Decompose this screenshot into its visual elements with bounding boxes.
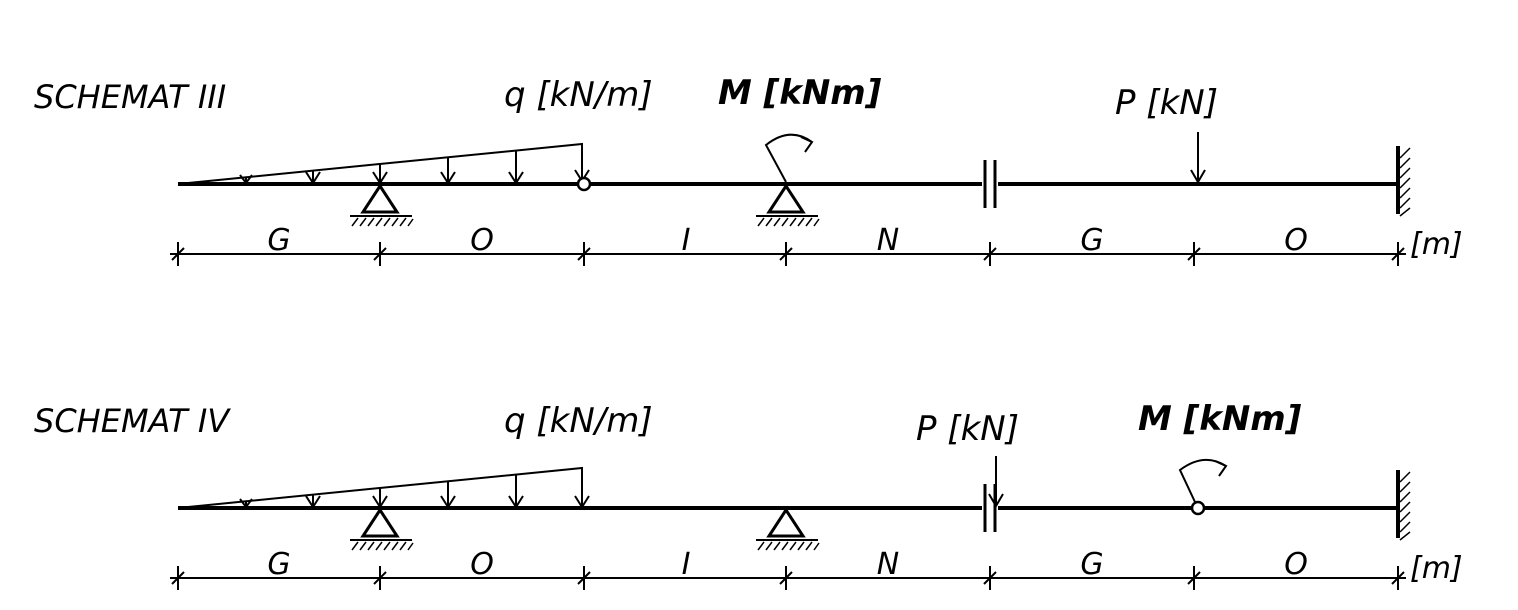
scheme-3-support-1	[350, 183, 414, 227]
scheme-3: SCHEMAT III q [kN/m]	[34, 73, 1463, 266]
scheme-4-moment	[1178, 459, 1228, 503]
scheme-3-dim-2: O	[470, 223, 494, 258]
scheme-4-unit: [m]	[1410, 551, 1463, 586]
scheme-3-dim-6: O	[1284, 223, 1308, 258]
scheme-3-m-label: M [kNm]	[718, 73, 882, 113]
scheme-3-dim-3: I	[682, 223, 691, 258]
scheme-3-hinge	[576, 176, 592, 192]
scheme-4-hinge	[1190, 500, 1206, 516]
scheme-3-dim-1: G	[267, 223, 290, 258]
scheme-4-sliding-joint	[983, 484, 997, 532]
scheme-4-dim-3: I	[682, 547, 691, 582]
scheme-4-fixed-support	[1396, 470, 1411, 541]
scheme-4-support-2	[756, 507, 820, 551]
scheme-4-title: SCHEMAT IV	[34, 402, 231, 440]
scheme-4-dim-2: O	[470, 547, 494, 582]
scheme-3-dimension-line	[170, 242, 1406, 266]
scheme-3-title: SCHEMAT III	[34, 78, 226, 116]
scheme-3-dim-5: G	[1080, 223, 1103, 258]
scheme-4-m-label: M [kNm]	[1138, 399, 1302, 439]
scheme-3-q-label: q [kN/m]	[504, 75, 653, 115]
scheme-4-dim-4: N	[877, 547, 899, 582]
scheme-4-dim-6: O	[1284, 547, 1308, 582]
scheme-4-support-1	[350, 507, 414, 551]
scheme-4-p-label: P [kN]	[916, 409, 1019, 449]
scheme-3-support-2	[756, 183, 820, 227]
scheme-3-p-label: P [kN]	[1115, 83, 1218, 123]
scheme-4-q-label: q [kN/m]	[504, 401, 653, 441]
scheme-3-distributed-load	[177, 142, 590, 185]
scheme-4: SCHEMAT IV q [kN/m]	[34, 399, 1463, 590]
scheme-3-unit: [m]	[1410, 227, 1463, 262]
scheme-3-sliding-joint	[983, 160, 997, 208]
scheme-4-point-load	[988, 456, 1004, 508]
scheme-3-moment	[764, 133, 814, 183]
scheme-4-dimension-line	[170, 566, 1406, 590]
scheme-4-distributed-load	[177, 466, 590, 509]
scheme-3-dim-4: N	[877, 223, 899, 258]
scheme-3-point-load	[1190, 132, 1206, 184]
scheme-4-dim-1: G	[267, 547, 290, 582]
scheme-3-fixed-support	[1396, 146, 1411, 217]
scheme-4-dim-5: G	[1080, 547, 1103, 582]
